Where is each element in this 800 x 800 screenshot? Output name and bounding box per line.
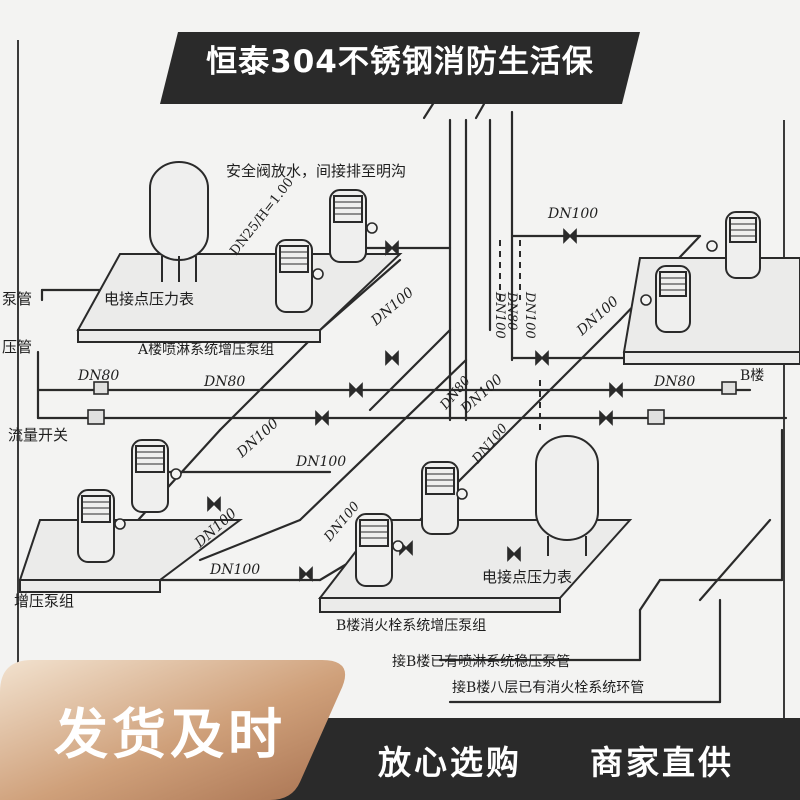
frame-lines — [17, 40, 785, 720]
label-dn80-3: DN80 — [653, 374, 695, 390]
label-a-group: A楼喷淋系统增压泵组 — [137, 342, 274, 358]
label-dn100-7: DN100 — [209, 562, 260, 578]
label-dn80-2: DN80 — [203, 374, 245, 390]
label-b-building: B楼 — [740, 368, 764, 384]
label-b-group: B楼消火栓系统增压泵组 — [336, 618, 486, 634]
banner-title: 恒泰304不锈钢消防生活保 — [206, 44, 594, 80]
gauges — [114, 222, 718, 552]
valves — [207, 228, 623, 582]
badge-shape — [0, 660, 346, 800]
label-conn-1: 接B楼已有喷淋系统稳压泵管 — [392, 653, 570, 670]
footer-text-left: 放心选购 — [378, 743, 522, 782]
label-safety-valve: 安全阀放水，间接排至明沟 — [226, 162, 406, 180]
dashed-risers — [499, 240, 541, 430]
pump-stripes — [82, 201, 756, 539]
banner-shape — [160, 32, 640, 104]
label-dn100-top: DN100 — [547, 206, 598, 222]
flow-switches — [87, 381, 737, 425]
label-flow-switch: 流量开关 — [8, 426, 68, 444]
label-boost-group: 增压泵组 — [14, 592, 74, 610]
label-dn100-v1: DN100 — [492, 291, 507, 339]
pressure-tanks — [149, 161, 599, 556]
label-conn-2: 接B楼八层已有消火栓系统环管 — [452, 679, 644, 696]
label-pump-pipe: 泵管 — [2, 290, 32, 308]
footer-text-right: 商家直供 — [590, 743, 734, 782]
label-dn100-5: DN100 — [295, 454, 346, 470]
label-dn80-v1: DN80 — [504, 291, 519, 330]
label-dn100-v2: DN100 — [522, 291, 537, 339]
label-gauge-b: 电接点压力表 — [482, 568, 572, 586]
label-gauge-a: 电接点压力表 — [104, 290, 194, 308]
label-pressure-pipe: 压管 — [2, 338, 32, 356]
badge-text: 发货及时 — [54, 703, 286, 766]
label-dn80-1: DN80 — [77, 368, 119, 384]
